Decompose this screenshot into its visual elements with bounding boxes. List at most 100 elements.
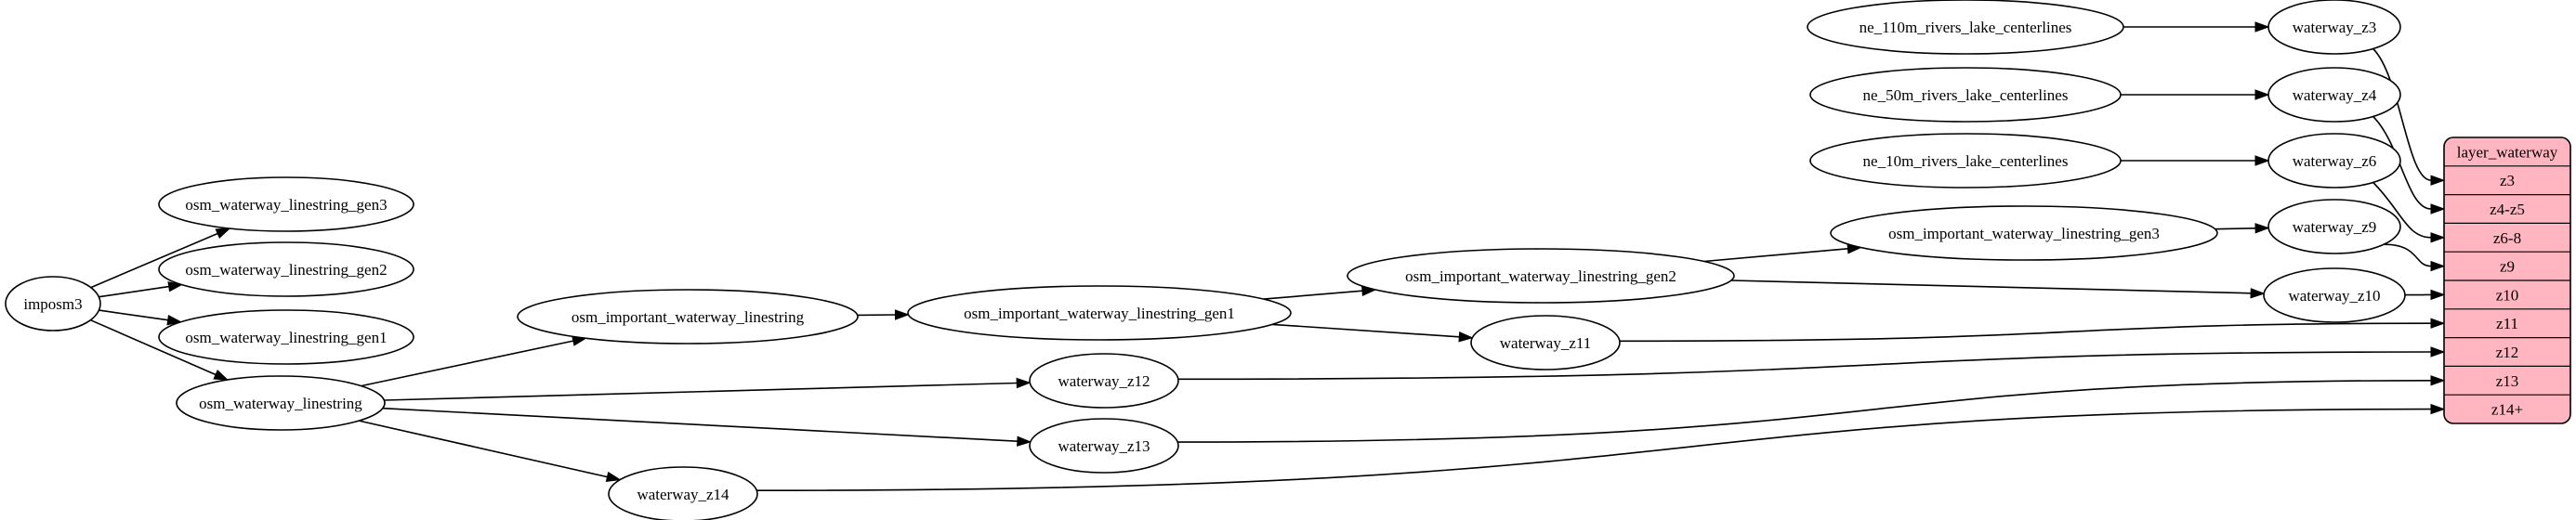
- arrowhead: [1458, 332, 1474, 343]
- node-ne-10m-rivers-lake-centerlines: ne_10m_rivers_lake_centerlines: [1809, 133, 2122, 188]
- record-field-z14+: z14+: [2491, 401, 2523, 419]
- node-ellipse: [1807, 0, 2124, 55]
- node-waterway-z12: waterway_z12: [1029, 353, 1179, 409]
- edge-waterway_z12-to-layer-waterway-z12: [1177, 346, 2446, 381]
- record-field-z6-8: z6-8: [2493, 229, 2521, 247]
- edge-line: [1619, 322, 2432, 343]
- edge-waterway_z14-to-layer-waterway-z14+: [756, 403, 2446, 491]
- node-label: ne_50m_rivers_lake_centerlines: [1863, 86, 2069, 104]
- node-ellipse: [2267, 67, 2401, 123]
- arrowhead: [2254, 155, 2270, 166]
- arrowhead: [1017, 436, 1032, 447]
- edge-imposm3-to-osm_waterway_linestring_gen3: [90, 228, 231, 289]
- node-label: osm_waterway_linestring_gen2: [185, 261, 387, 279]
- record-title: layer_waterway: [2457, 143, 2558, 161]
- node-label: imposm3: [23, 295, 82, 313]
- edge-waterway_z6-to-layer-waterway-z6-8: [2372, 181, 2446, 243]
- edge-line: [1730, 280, 2252, 294]
- edge-osm_waterway_linestring-to-waterway_z14: [359, 420, 622, 482]
- node-ne-110m-rivers-lake-centerlines: ne_110m_rivers_lake_centerlines: [1807, 0, 2124, 55]
- edge-line: [1263, 290, 1363, 300]
- edge-ne_10m_rivers_lake_centerlines-to-waterway_z6: [2121, 155, 2270, 166]
- arrowhead: [2430, 289, 2446, 301]
- node-osm-waterway-linestring-gen1: osm_waterway_linestring_gen1: [158, 309, 414, 365]
- node-label: osm_important_waterway_linestring_gen2: [1405, 267, 1676, 285]
- node-label: osm_important_waterway_linestring_gen1: [964, 305, 1235, 322]
- arrowhead: [2430, 260, 2446, 272]
- node-imposm3: imposm3: [5, 276, 101, 332]
- arrowhead: [215, 228, 231, 239]
- node-label: osm_important_waterway_linestring_gen3: [1888, 225, 2160, 242]
- node-ellipse: [2267, 133, 2401, 188]
- edge-line: [90, 318, 217, 376]
- edge-ne_50m_rivers_lake_centerlines-to-waterway_z4: [2121, 89, 2270, 100]
- node-osm-waterway-linestring-gen3: osm_waterway_linestring_gen3: [158, 176, 414, 232]
- node-ellipse: [1830, 205, 2218, 261]
- node-label: waterway_z6: [2293, 152, 2377, 170]
- edge-line: [1177, 380, 2432, 443]
- record-field-z10: z10: [2496, 286, 2519, 304]
- edge-line: [384, 382, 1018, 401]
- record-field-z13: z13: [2496, 372, 2519, 390]
- node-label: waterway_z14: [637, 486, 729, 503]
- node-waterway-z4: waterway_z4: [2267, 67, 2401, 123]
- node-ellipse: [608, 466, 758, 520]
- node-waterway-z11: waterway_z11: [1470, 315, 1621, 370]
- node-ellipse: [1809, 133, 2122, 188]
- layer-waterway-record: layer_waterwayz3z4-z5z6-8z9z10z11z12z13z…: [2443, 136, 2571, 424]
- node-ellipse: [1347, 248, 1735, 304]
- edge-ne_110m_rivers_lake_centerlines-to-waterway_z3: [2123, 21, 2270, 32]
- node-waterway-z6: waterway_z6: [2267, 133, 2401, 188]
- node-label: waterway_z12: [1058, 372, 1150, 390]
- arrowhead: [605, 471, 622, 482]
- node-ellipse: [517, 289, 859, 344]
- record-field-z9: z9: [2500, 258, 2515, 276]
- node-waterway-z14: waterway_z14: [608, 466, 758, 520]
- node-label: waterway_z10: [2288, 287, 2380, 305]
- node-osm-important-waterway-linestring-gen3: osm_important_waterway_linestring_gen3: [1830, 205, 2218, 261]
- edge-line: [2384, 243, 2432, 267]
- node-waterway-z10: waterway_z10: [2263, 267, 2406, 323]
- edge-waterway_z9-to-layer-waterway-z9: [2384, 243, 2446, 272]
- arrowhead: [2430, 232, 2446, 243]
- node-osm-waterway-linestring: osm_waterway_linestring: [176, 375, 386, 431]
- edge-line: [2372, 181, 2432, 239]
- arrowhead: [2430, 203, 2446, 214]
- arrowhead: [2254, 21, 2270, 32]
- record-field-z3: z3: [2500, 172, 2515, 189]
- edge-imposm3-to-osm_waterway_linestring_gen2: [99, 281, 184, 298]
- edge-line: [99, 285, 169, 298]
- node-ellipse: [176, 375, 386, 431]
- node-label: osm_waterway_linestring_gen3: [185, 196, 387, 214]
- node-ellipse: [1470, 315, 1621, 370]
- edge-osm_important_waterway_linestring_gen3-to-waterway_z9: [2215, 223, 2270, 234]
- edge-osm_waterway_linestring-to-waterway_z13: [382, 407, 1032, 447]
- node-ellipse: [158, 309, 414, 365]
- edge-line: [2215, 228, 2256, 230]
- edge-line: [382, 407, 1018, 442]
- arrowhead: [2430, 403, 2446, 415]
- arrowhead: [2430, 318, 2446, 329]
- record-field-z12: z12: [2496, 344, 2519, 361]
- node-ellipse: [2267, 199, 2401, 254]
- arrowhead: [2430, 175, 2446, 186]
- node-waterway-z13: waterway_z13: [1029, 418, 1179, 474]
- node-label: ne_10m_rivers_lake_centerlines: [1863, 152, 2069, 170]
- record-field-z4-z5: z4-z5: [2490, 201, 2525, 218]
- node-label: waterway_z13: [1058, 437, 1150, 455]
- edge-line: [1272, 323, 1460, 338]
- node-label: waterway_z3: [2293, 19, 2377, 36]
- arrowhead: [1016, 377, 1032, 389]
- edge-osm_important_waterway_linestring-to-osm_important_waterway_linestring_gen1: [857, 309, 910, 320]
- arrowhead: [2254, 89, 2270, 100]
- edge-imposm3-to-osm_waterway_linestring_gen1: [99, 309, 183, 326]
- arrowhead: [2254, 223, 2270, 234]
- edge-imposm3-to-osm_waterway_linestring: [90, 318, 230, 381]
- arrowhead: [2430, 375, 2446, 386]
- edge-osm_important_waterway_linestring_gen2-to-waterway_z10: [1730, 280, 2266, 299]
- node-ellipse: [5, 276, 101, 332]
- edges-layer: [90, 21, 2446, 491]
- edge-line: [1177, 351, 2432, 381]
- node-label: osm_waterway_linestring_gen1: [185, 329, 387, 346]
